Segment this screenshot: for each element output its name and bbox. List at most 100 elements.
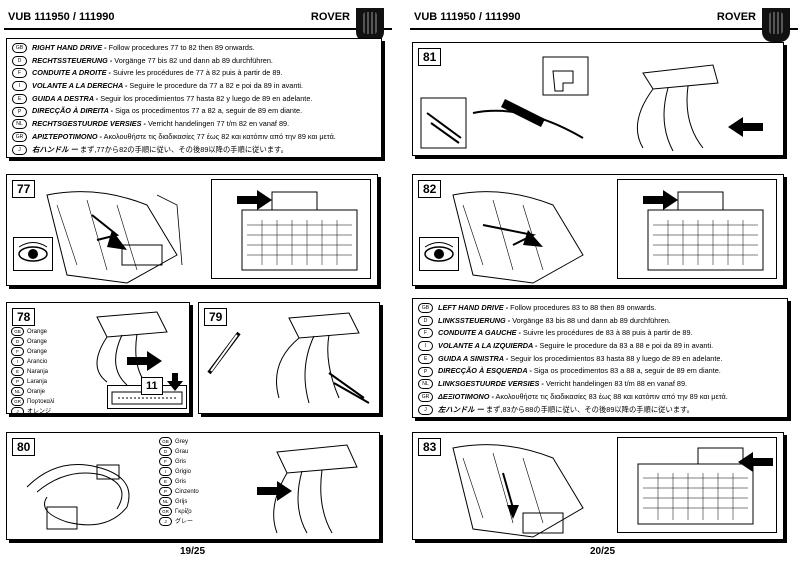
language-badge: GB: [159, 437, 172, 446]
color-label: Gris: [175, 459, 186, 466]
color-label: Cinzento: [175, 489, 199, 496]
instruction-text: Siga os procedimentos 83 a 88 a, seguir …: [531, 366, 721, 376]
key-icon: [762, 8, 790, 42]
instruction-title: CONDUITE A DROITE -: [32, 68, 111, 78]
language-badge: I: [159, 467, 172, 476]
right-page: VUB 111950 / 111990 ROVER 81 82: [410, 0, 798, 561]
fusebox-detail: [617, 437, 777, 533]
instruction-row: D RECHTSSTEUERUNG - Vorgänge 77 bis 82 un…: [12, 55, 376, 68]
instruction-text: まず,77から82の手順に従い、その後89以降の手順に従います。: [77, 144, 288, 154]
color-label: Grau: [175, 449, 189, 456]
language-badge: E: [12, 93, 27, 104]
color-label: Orange: [27, 339, 48, 346]
instruction-title: ΔΕΞΙΟΤΙΜΟΝΟ -: [438, 391, 494, 401]
language-badge: D: [418, 315, 433, 326]
wire-splice-illustration: [207, 312, 370, 404]
language-badge: GR: [12, 131, 27, 142]
arrow-down-icon: [167, 373, 183, 391]
instruction-text: Ακολουθήστε τις διαδικασίες 77 έως 82 κα…: [101, 131, 336, 141]
instruction-text: Vorgänge 83 bis 88 und dann ab 89 durchf…: [510, 315, 671, 325]
document-code: VUB 111950 / 111990: [8, 11, 115, 23]
instruction-text: Vorgänge 77 bis 82 und dann ab 89 durchf…: [112, 55, 273, 65]
color-label: Oranje: [27, 389, 46, 396]
step-number: 11: [141, 377, 163, 395]
footwell-illustration: [452, 191, 584, 284]
brand-name: ROVER: [716, 11, 756, 23]
instruction-title: DIRECÇÃO À DIREITA -: [32, 106, 114, 116]
color-label: Orange: [27, 349, 48, 356]
language-badge: E: [159, 477, 172, 486]
page-header: VUB 111950 / 111990 ROVER: [410, 8, 798, 42]
instruction-title: DIRECÇÃO À ESQUERDA -: [438, 366, 532, 376]
instruction-text: Follow procedures 77 to 82 then 89 onwar…: [106, 43, 255, 52]
color-label: Arancio: [27, 359, 48, 366]
step-number: 81: [418, 48, 442, 66]
instruction-text: Seguire le procedure da 77 a 82 e poi da…: [127, 81, 304, 91]
language-badge: I: [11, 357, 24, 366]
instruction-row: GB RIGHT HAND DRIVE - Follow procedures 7…: [12, 42, 376, 55]
language-badge: F: [12, 68, 27, 79]
step-number: 79: [204, 308, 228, 326]
language-badge: GB: [12, 43, 27, 54]
color-label: Γκρίζο: [175, 509, 192, 516]
language-badge: E: [418, 353, 433, 364]
instruction-title: RIGHT HAND DRIVE -: [32, 43, 107, 52]
language-badge: NL: [11, 387, 24, 396]
step-number: 78: [12, 308, 36, 326]
instruction-text: Follow procedures 83 to 88 then 89 onwar…: [508, 303, 657, 312]
language-badge: J: [11, 407, 24, 413]
language-badge: J: [159, 517, 172, 526]
language-badge: NL: [418, 379, 433, 390]
instruction-text: Seguir los procedimientos 83 hasta 88 y …: [508, 353, 723, 363]
footwell-illustration: [452, 444, 584, 538]
step-number: 80: [12, 438, 36, 456]
fusebox-detail: [211, 179, 371, 279]
page-number: 20/25: [590, 546, 616, 557]
instruction-title: RECHTSSTEUERUNG -: [32, 55, 113, 65]
instruction-text: Seguir los procedimientos 77 hasta 82 y …: [98, 93, 313, 103]
instructions-box: GB RIGHT HAND DRIVE - Follow procedures 7…: [6, 38, 382, 158]
brand-name: ROVER: [310, 11, 350, 23]
instruction-text: Verricht handelingen 77 t/m 82 en vanaf …: [145, 119, 290, 129]
page-number: 19/25: [180, 546, 206, 557]
language-badge: GR: [418, 391, 433, 402]
instruction-title: 左ハンドル ー: [438, 404, 484, 414]
instruction-row: F CONDUITE A DROITE - Suivre les procédur…: [12, 67, 376, 80]
language-badge: NL: [159, 497, 172, 506]
footwell-illustration: [46, 191, 183, 284]
instruction-text: Suivre les procédures de 77 à 82 puis à …: [110, 68, 283, 78]
color-label: Grey: [175, 439, 189, 446]
instruction-title: VOLANTE A LA IZQUIERDA -: [438, 341, 538, 351]
instruction-title: GUIDA A DESTRA -: [32, 93, 99, 103]
language-badge: P: [11, 377, 24, 386]
instruction-title: LINKSSTEUERUNG -: [438, 315, 511, 325]
instruction-text: Suivre les procédures de 83 à 88 puis à …: [520, 328, 693, 338]
language-badge: D: [12, 55, 27, 66]
instruction-text: まず,83から88の手順に従い、その後89以降の手順に従います。: [483, 404, 694, 414]
color-label: Naranja: [27, 369, 49, 376]
instruction-title: 右ハンドル ー: [32, 144, 78, 154]
color-label: Laranja: [27, 379, 48, 386]
step-number: 77: [12, 180, 36, 198]
color-label: Gris: [175, 479, 186, 486]
key-icon: [356, 8, 384, 42]
eye-icon: [13, 237, 53, 271]
color-label: Grigio: [175, 469, 192, 476]
